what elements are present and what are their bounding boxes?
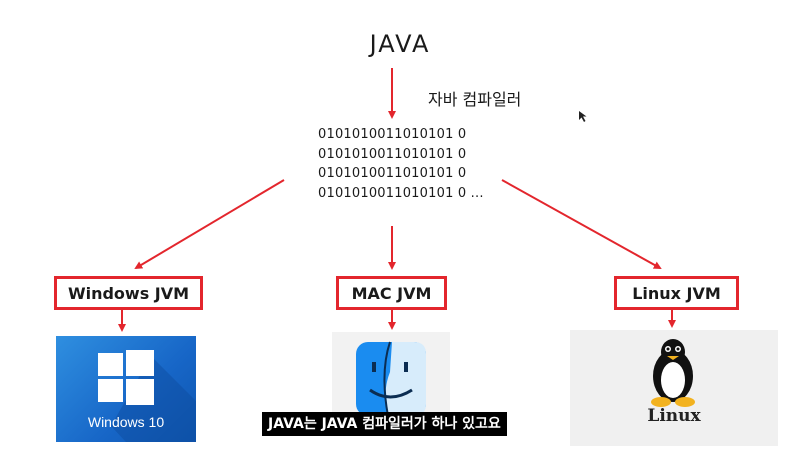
bytecode-line: 0101010011010101 0: [318, 146, 467, 162]
windows-icon: [98, 350, 196, 442]
java-title: JAVA: [369, 30, 431, 58]
arrow-binary-to-linux: [501, 179, 662, 269]
mac-jvm-box: MAC JVM: [336, 276, 447, 310]
linux-tux-logo: Linux: [570, 330, 778, 446]
tux-penguin-icon: [651, 339, 695, 407]
windows-jvm-box: Windows JVM: [54, 276, 203, 310]
finder-icon: [356, 341, 426, 417]
bytecode-line: 0101010011010101 0 ...: [318, 185, 484, 201]
mouse-cursor-icon: [579, 111, 587, 122]
windows-10-label: Windows 10: [87, 414, 165, 430]
bytecode-block: 0101010011010101 0 0101010011010101 0 01…: [318, 125, 484, 203]
linux-label: Linux: [647, 406, 701, 426]
compiler-label: 자바 컴파일러: [428, 90, 522, 109]
video-subtitle: JAVA는 JAVA 컴파일러가 하나 있고요: [262, 412, 507, 436]
arrow-binary-to-windows: [134, 179, 285, 270]
linux-jvm-box: Linux JVM: [614, 276, 739, 310]
bytecode-line: 0101010011010101 0: [318, 127, 467, 142]
windows-10-logo: Windows 10: [56, 336, 196, 442]
bytecode-line: 0101010011010101 0: [318, 166, 467, 181]
